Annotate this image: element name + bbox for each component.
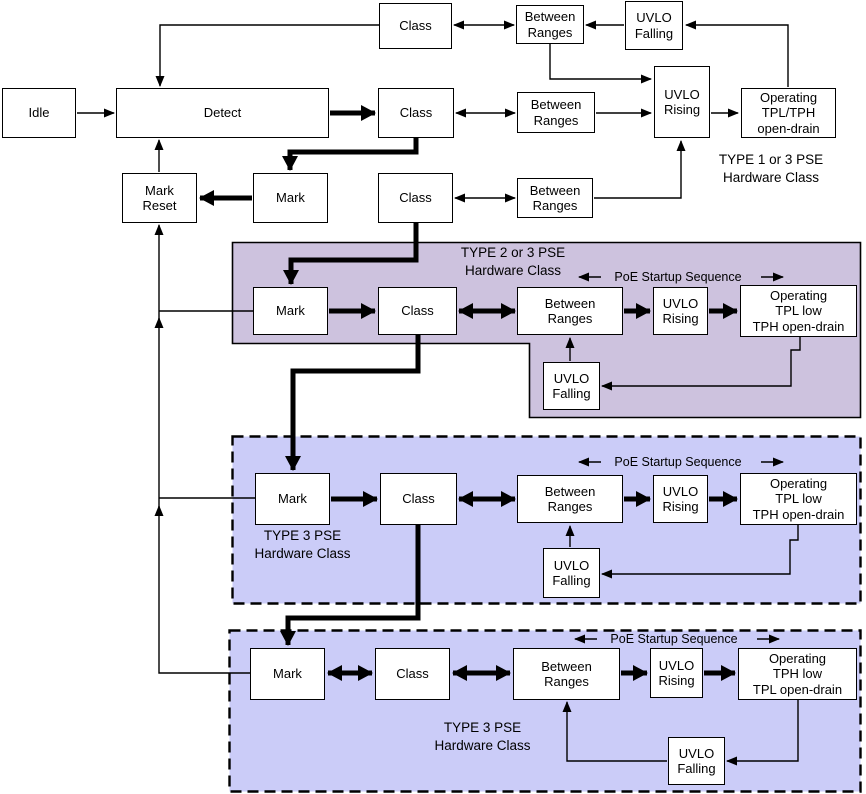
poe-startup-sequence-label-type3-1: PoE Startup Sequence [614, 454, 742, 469]
state-between-ranges-type3-2: Between Ranges [513, 648, 620, 700]
poe-startup-sequence-label-type2: PoE Startup Sequence [614, 269, 742, 284]
state-class-type3-1: Class [380, 473, 457, 525]
state-operating-type2: Operating TPL low TPH open-drain [740, 285, 857, 337]
state-operating-type3-1: Operating TPL low TPH open-drain [740, 473, 857, 525]
type3-region-2-label: TYPE 3 PSE Hardware Class [434, 719, 531, 753]
type3-region-1-label: TYPE 3 PSE Hardware Class [254, 527, 351, 561]
poe-startup-sequence-label-type3-2: PoE Startup Sequence [610, 631, 738, 646]
state-uvlo-rising-type3-1: UVLO Rising [653, 475, 708, 523]
state-between-ranges-type2: Between Ranges [517, 287, 623, 335]
state-class-row2: Class [378, 88, 454, 138]
state-operating-top: Operating TPL/TPH open-drain [741, 88, 836, 138]
state-class-row3: Class [378, 173, 453, 223]
state-detect: Detect [116, 88, 329, 138]
state-uvlo-falling-type2: UVLO Falling [543, 362, 600, 410]
state-uvlo-rising-top: UVLO Rising [654, 66, 710, 138]
state-class-type3-2: Class [375, 648, 450, 700]
state-class-row1: Class [379, 3, 452, 49]
state-mark-reset: Mark Reset [122, 173, 197, 223]
state-uvlo-falling-type3-1: UVLO Falling [543, 548, 600, 598]
state-uvlo-falling-row1: UVLO Falling [625, 1, 683, 50]
state-class-type2: Class [378, 287, 457, 335]
connectors-thin [77, 20, 801, 766]
state-mark-row3: Mark [253, 173, 328, 223]
state-mark-type3-2: Mark [250, 648, 325, 700]
state-between-ranges-type3-1: Between Ranges [517, 475, 623, 523]
state-operating-type3-2: Operating TPH low TPL open-drain [738, 648, 857, 700]
state-mark-type2: Mark [253, 287, 328, 335]
state-uvlo-rising-type3-2: UVLO Rising [650, 648, 703, 698]
type2-region-label: TYPE 2 or 3 PSE Hardware Class [460, 244, 566, 278]
state-uvlo-rising-type2: UVLO Rising [653, 287, 708, 335]
state-uvlo-falling-type3-2: UVLO Falling [668, 737, 725, 785]
state-idle: Idle [2, 88, 76, 138]
state-mark-type3-1: Mark [255, 473, 330, 525]
connectors-thick [199, 105, 738, 681]
state-between-ranges-row1: Between Ranges [516, 5, 584, 44]
state-between-ranges-row2: Between Ranges [517, 92, 595, 133]
state-between-ranges-row3: Between Ranges [517, 178, 593, 218]
type1-region-label: TYPE 1 or 3 PSE Hardware Class [718, 151, 824, 185]
